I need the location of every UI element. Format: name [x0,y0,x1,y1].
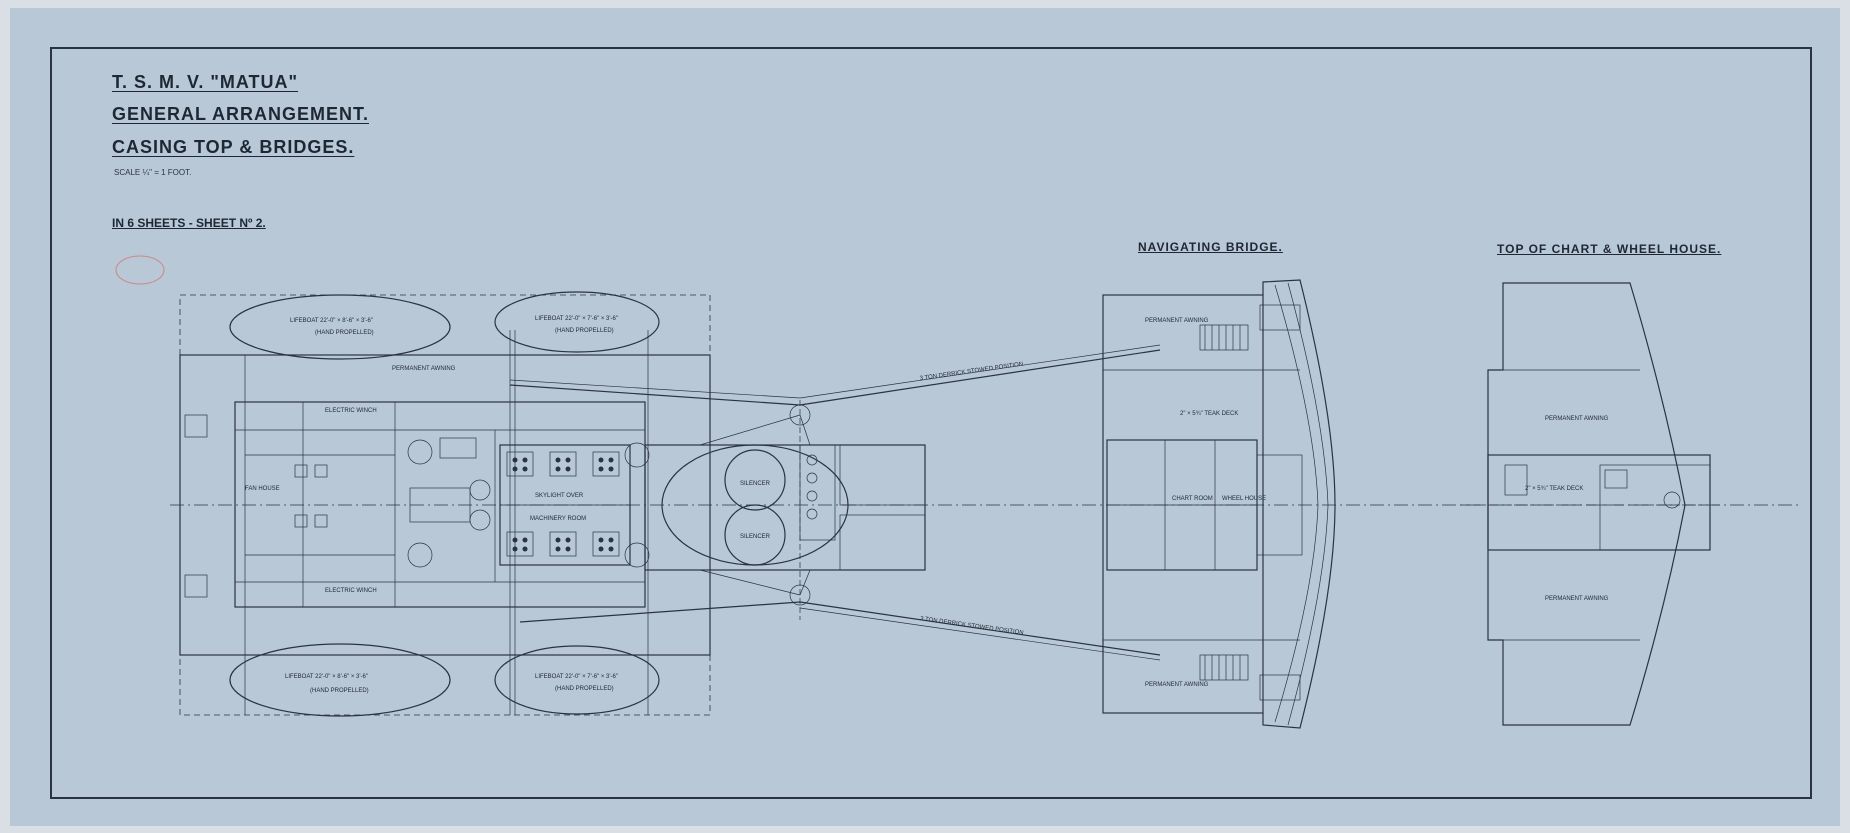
sheet-number: In 6 Sheets - Sheet Nº 2. [112,216,266,230]
scale-note: Scale ¼" = 1 Foot. [114,168,192,177]
top-teak-deck-label: 2" × 5¾" Teak Deck [1525,486,1583,492]
fan-house-label: Fan House [245,486,280,492]
lifeboat-2-sub: (Hand Propelled) [555,328,614,334]
silencer-1-label: Silencer [740,481,771,487]
top-chart-wheelhouse-plan [1460,282,1720,726]
derrick-2-label: 3 Ton Derrick Stowed Position [920,616,1024,636]
drawing-subtitle: Casing Top & Bridges. [112,137,355,157]
vessel-title: T. S. M. V. "MATUA" [112,72,299,92]
lifeboat-2-label: Lifeboat 22'-0" × 7'-6" × 3'-6" [535,316,618,322]
lifeboat-2-outline [494,291,660,353]
navigating-bridge-heading: Navigating Bridge. [1138,240,1283,254]
top-awning-2-label: Permanent Awning [1545,596,1609,602]
lifeboat-3-sub: (Hand Propelled) [310,688,369,694]
drawing-title: General Arrangement. [112,104,370,124]
lifeboat-3-outline [229,643,451,717]
drawing-border [50,47,1812,799]
bridge-awning-2-label: Permanent Awning [1145,682,1209,688]
navigating-bridge-plan [1102,279,1336,729]
permanent-awning-label: Permanent Awning [392,366,456,372]
lifeboat-4-label: Lifeboat 22'-0" × 7'-6" × 3'-6" [535,674,618,680]
lifeboat-1-sub: (Hand Propelled) [315,330,374,336]
skylight-label: Skylight over [535,493,584,499]
chart-room-label: Chart Room [1172,496,1213,502]
bridge-awning-1-label: Permanent Awning [1145,318,1209,324]
drawing-sheet [10,8,1840,826]
silencer-2-label: Silencer [740,534,771,540]
inspection-stamp [115,255,165,285]
casing-top-plan [179,291,1161,717]
wheel-house-label: Wheel House [1222,496,1266,502]
electric-winch-1-label: Electric Winch [325,408,377,414]
lifeboat-1-label: Lifeboat 22'-0" × 8'-6" × 3'-6" [290,318,373,324]
electric-winch-2-label: Electric Winch [325,588,377,594]
machinery-room-label: Machinery Room [530,516,586,522]
lifeboat-4-sub: (Hand Propelled) [555,686,614,692]
lifeboat-1-outline [229,294,451,360]
bridge-teak-deck-label: 2" × 5¾" Teak Deck [1180,411,1238,417]
lifeboat-4-outline [494,645,660,715]
top-awning-1-label: Permanent Awning [1545,416,1609,422]
top-chart-heading: Top of Chart & Wheel House. [1497,242,1722,256]
lifeboat-3-label: Lifeboat 22'-0" × 8'-6" × 3'-6" [285,674,368,680]
